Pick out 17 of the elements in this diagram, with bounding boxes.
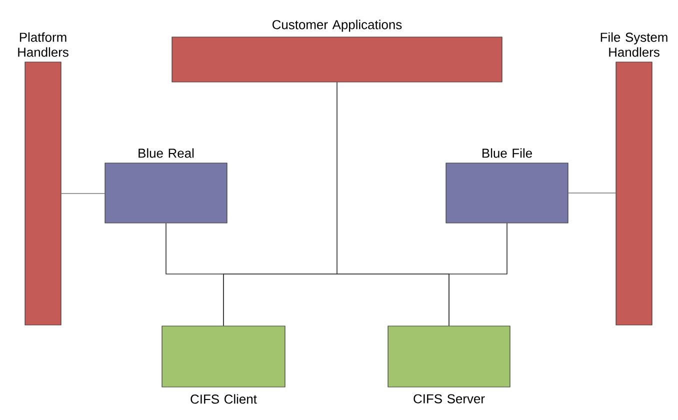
module-box: Blue File <box>446 148 568 224</box>
component-box: CIFS Client <box>162 326 286 404</box>
component-box: CIFS Server <box>388 326 510 404</box>
node-label: CIFS Client <box>190 394 257 404</box>
connector-line <box>448 223 508 326</box>
node-label: Blue Real <box>138 148 194 158</box>
node-label: Platform Handlers <box>18 32 68 57</box>
application-bar: Customer Applications <box>172 20 502 82</box>
handler-bar: Platform Handlers <box>18 32 68 326</box>
node-label: CIFS Server <box>414 394 485 404</box>
module-box: Blue Real <box>104 148 228 224</box>
handler-bar: File System Handlers <box>600 32 668 326</box>
connector-line <box>568 192 616 194</box>
node-label: Blue File <box>482 148 532 158</box>
node-label: Customer Applications <box>272 20 402 32</box>
node-label: File System Handlers <box>600 32 668 57</box>
connector-line <box>61 193 105 194</box>
